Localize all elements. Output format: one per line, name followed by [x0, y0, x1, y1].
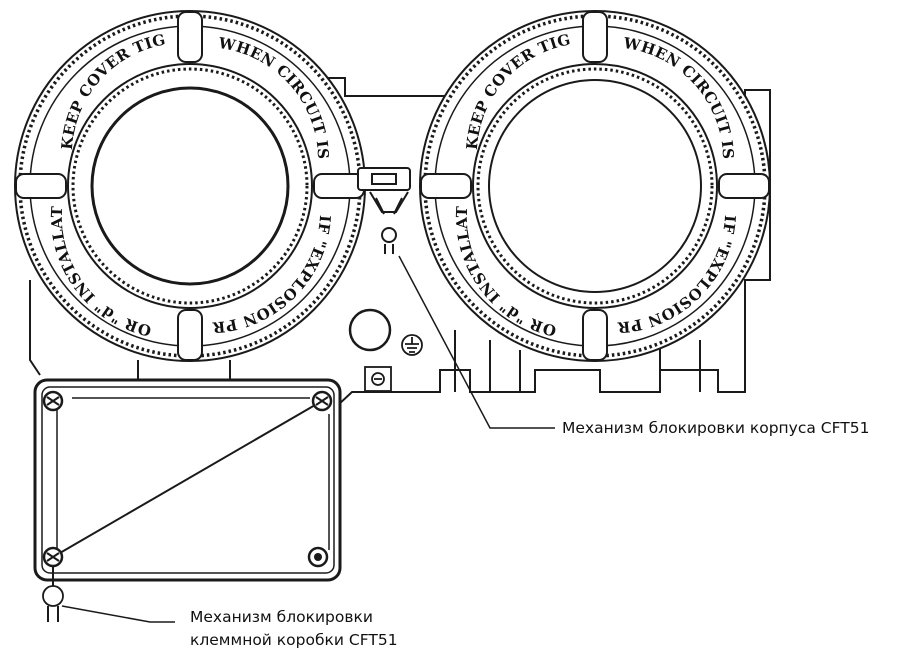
housing-lock-mechanism	[357, 167, 411, 254]
leader-housing-lock	[398, 255, 555, 429]
leader-lines	[61, 255, 555, 623]
leader-terminal-lock	[61, 605, 175, 623]
ground-terminal	[364, 334, 423, 392]
plug-circle	[348, 308, 392, 352]
callout-housing-lock: Механизм блокировки корпуса CFT51	[562, 419, 870, 437]
callout-terminal-lock-line1: Механизм блокировки	[190, 608, 373, 626]
terminal-box-lock	[42, 566, 64, 622]
terminal-box	[33, 378, 342, 582]
left-cover-ring: KEEP COVER TIGHT WHEN CIRCUIT IS ALIVE I…	[0, 0, 366, 362]
callout-terminal-lock-line2: клеммной коробки CFT51	[190, 631, 398, 649]
terminal-box-neck	[137, 360, 231, 380]
